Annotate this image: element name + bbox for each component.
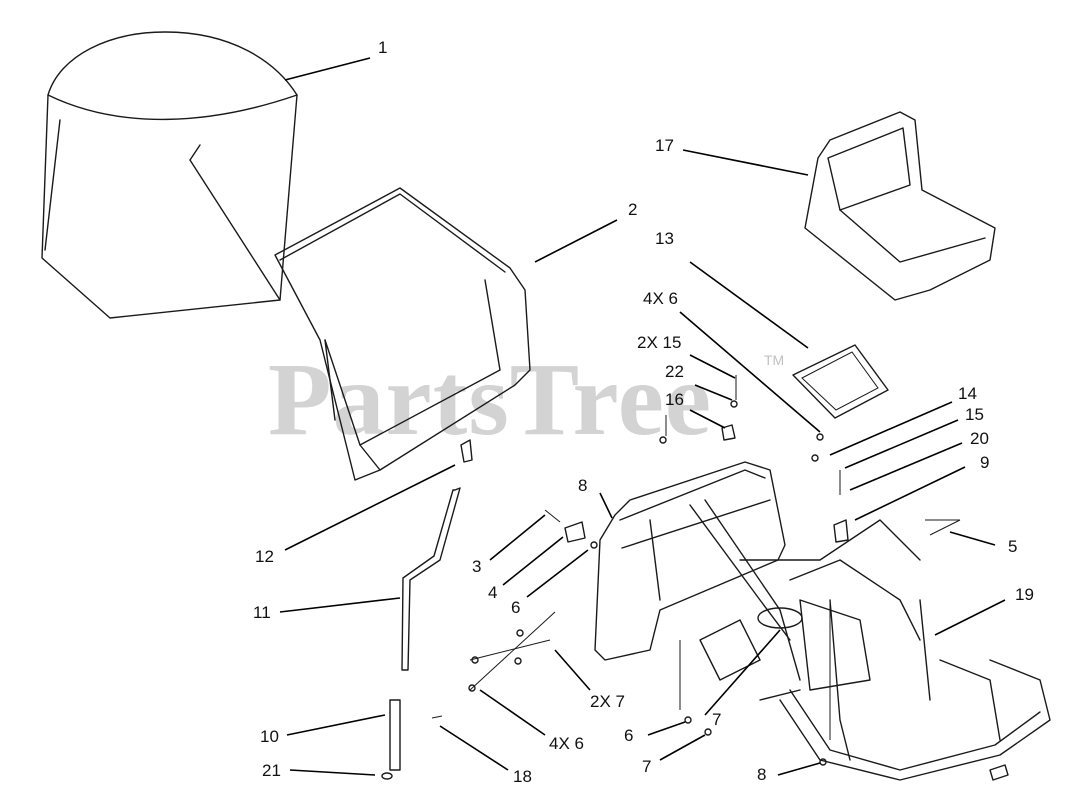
callout-14: 14 (958, 384, 977, 403)
callout-21: 21 (262, 761, 281, 780)
watermark: PartsTree (268, 342, 713, 457)
part-seat-pan (792, 344, 889, 419)
callout-18: 18 (513, 767, 532, 786)
callout-16: 16 (665, 390, 684, 409)
callout-20: 20 (970, 429, 989, 448)
callout-3: 3 (472, 557, 482, 576)
part-bag-frame (274, 187, 531, 481)
watermark-trademark: TM (764, 352, 785, 368)
callout-7-lower: 7 (642, 757, 652, 776)
callout-17: 17 (655, 136, 674, 155)
callout-2: 2 (628, 200, 638, 219)
callout-7-upper: 7 (712, 710, 722, 729)
callout-1: 1 (378, 38, 388, 57)
part-chute-rod (381, 439, 473, 780)
callout-11: 11 (253, 603, 271, 622)
callout-10: 10 (260, 727, 279, 746)
callout-6-upper: 6 (511, 598, 521, 617)
callout-8-lower: 8 (757, 765, 767, 784)
callout-4: 4 (488, 583, 498, 602)
callout-19: 19 (1015, 585, 1034, 604)
callout-8-upper: 8 (578, 476, 588, 495)
callout-9: 9 (980, 453, 990, 472)
callout-13: 13 (655, 229, 674, 248)
callout-15: 15 (965, 405, 984, 424)
part-seat (804, 111, 996, 301)
part-bag-cover (41, 31, 298, 319)
callout-2x7: 2X 7 (590, 692, 625, 711)
callout-2x15: 2X 15 (637, 333, 682, 352)
callout-12: 12 (255, 547, 274, 566)
callout-22: 22 (665, 362, 684, 381)
callout-6-lower: 6 (624, 726, 634, 745)
hardware (431, 375, 961, 766)
part-main-frame (594, 461, 1051, 781)
callout-5: 5 (1008, 537, 1018, 556)
callout-4x6-upper: 4X 6 (643, 289, 678, 308)
leader-lines (279, 57, 1006, 776)
callout-4x6-lower: 4X 6 (549, 734, 584, 753)
